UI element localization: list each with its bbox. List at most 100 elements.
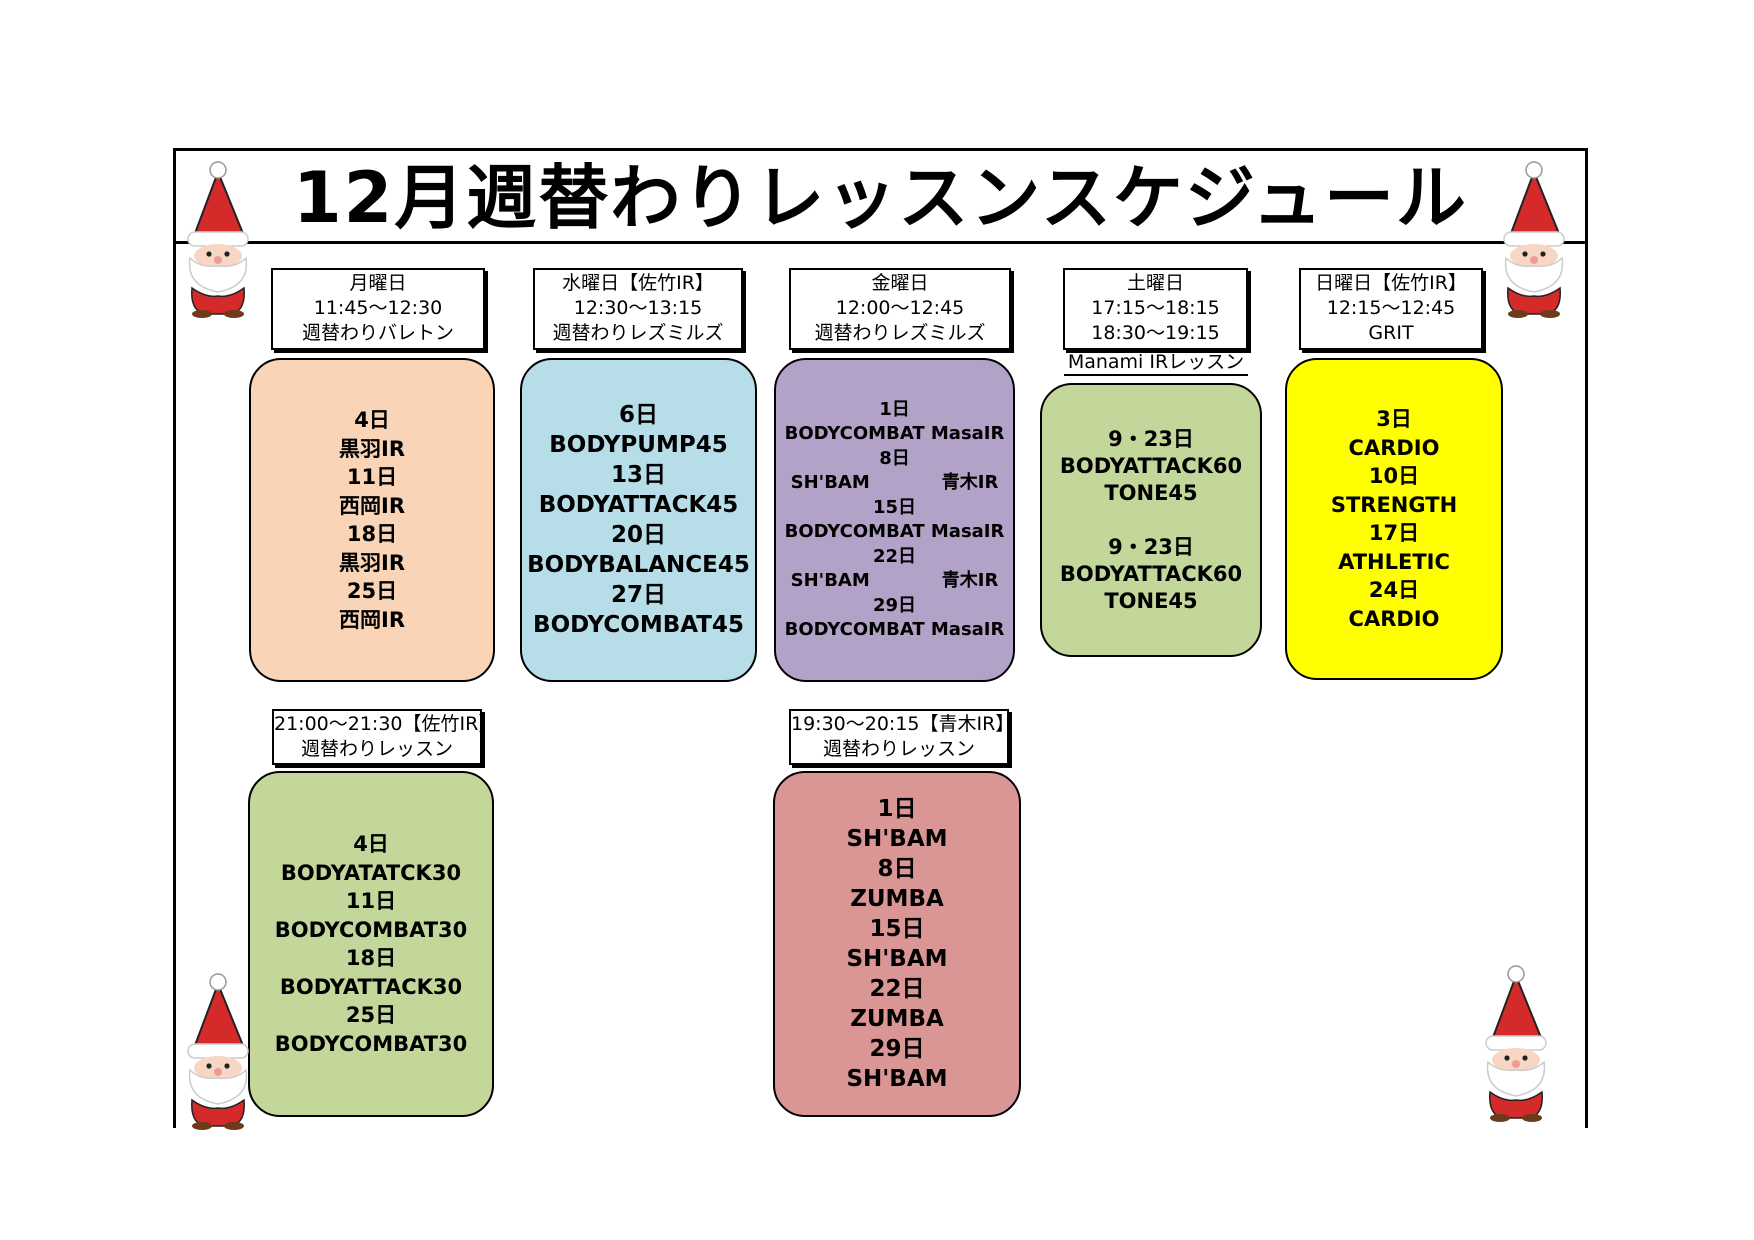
lesson-line: BODYBALANCE45 bbox=[527, 552, 750, 578]
santa-icon bbox=[187, 161, 249, 318]
friday-night-card: 1日 SH'BAM 8日 ZUMBA 15日 SH'BAM 22日 ZUMBA 29日 SH'BA… bbox=[773, 771, 1021, 1117]
wednesday-card: 6日 BODYPUMP45 13日 BODYATTACK45 20日 BODYBALANC… bbox=[520, 358, 757, 682]
lesson-line: 25日 bbox=[346, 579, 398, 603]
lesson-line: 18日 bbox=[346, 522, 398, 546]
lesson-line: 西岡IR bbox=[339, 493, 405, 518]
lesson-line: BODYPUMP45 bbox=[549, 432, 728, 458]
santa-icon bbox=[1485, 965, 1547, 1122]
lesson-line: SH'BAM bbox=[846, 1066, 948, 1092]
header-line: 日曜日【佐竹IR】 bbox=[1315, 272, 1467, 294]
lesson-line: 13日 bbox=[610, 462, 666, 488]
lesson-line: 22日 bbox=[869, 976, 925, 1002]
lesson-line: SH'BAM 青木IR bbox=[790, 570, 999, 591]
header-line: 12:15～12:45 bbox=[1326, 297, 1456, 319]
santa-icon bbox=[1503, 161, 1565, 318]
lesson-line: SH'BAM bbox=[846, 826, 948, 852]
lesson-line: 8日 bbox=[877, 856, 917, 882]
header-line: 18:30～19:15 bbox=[1091, 322, 1220, 344]
header-line: GRIT bbox=[1368, 322, 1414, 344]
lesson-line: 4日 bbox=[354, 408, 390, 432]
lesson-line: TONE45 bbox=[1104, 480, 1198, 505]
lesson-line: BODYCOMBAT30 bbox=[274, 917, 468, 942]
lesson-line: 24日 bbox=[1368, 578, 1420, 602]
header-line: 21:00～21:30【佐竹IR】 bbox=[274, 713, 498, 735]
lesson-line: BODYCOMBAT30 bbox=[274, 1031, 468, 1056]
lesson-line: 1日 bbox=[879, 398, 910, 420]
header-line: 金曜日 bbox=[871, 272, 929, 294]
header-line: 水曜日【佐竹IR】 bbox=[562, 272, 714, 294]
lesson-line: BODYCOMBAT MasaIR bbox=[784, 521, 1005, 542]
friday-night-header: 19:30～20:15【青木IR】週替わりレッスン bbox=[789, 709, 1015, 765]
lesson-line: BODYATATCK30 bbox=[280, 860, 462, 885]
saturday-header: 土曜日 17:15～18:15 18:30～19:15 bbox=[1063, 268, 1248, 350]
lesson-line: 黒羽IR bbox=[339, 550, 405, 575]
sunday-card: 3日 CARDIO 10日 STRENGTH 17日 ATHLETIC 24日 CARDIO bbox=[1285, 358, 1503, 680]
lesson-line: BODYATTACK45 bbox=[538, 492, 739, 518]
lesson-line: 22日 bbox=[872, 545, 917, 567]
header-line: 12:00～12:45 bbox=[835, 297, 965, 319]
monday-night-card: 4日 BODYATATCK30 11日 BODYCOMBAT30 18日 BODYATTA… bbox=[248, 771, 494, 1117]
lesson-line: 17日 bbox=[1368, 521, 1420, 545]
lesson-line: 29日 bbox=[869, 1036, 925, 1062]
wednesday-header: 水曜日【佐竹IR】 12:30～13:15 週替わりレズミルズ bbox=[533, 268, 743, 350]
lesson-line: BODYCOMBAT MasaIR bbox=[784, 423, 1005, 444]
lesson-line: 4日 bbox=[353, 832, 389, 856]
lesson-line: ATHLETIC bbox=[1338, 549, 1450, 574]
header-line: 週替わりレズミルズ bbox=[552, 322, 724, 344]
header-line: 土曜日 bbox=[1126, 272, 1184, 294]
lesson-line: BODYCOMBAT MasaIR bbox=[784, 619, 1005, 640]
page-title: 12月週替わりレッスンスケジュール bbox=[292, 157, 1469, 239]
lesson-line: STRENGTH bbox=[1330, 492, 1458, 517]
header-line: 17:15～18:15 bbox=[1091, 297, 1220, 319]
monday-header: 月曜日 11:45～12:30 週替わりバレトン bbox=[271, 268, 485, 350]
lesson-line: ZUMBA bbox=[850, 886, 944, 912]
lesson-line: 3日 bbox=[1376, 407, 1412, 431]
lesson-line: CARDIO bbox=[1348, 435, 1440, 460]
schedule-frame bbox=[173, 148, 1588, 1128]
saturday-instructor-note: Manami IRレッスン bbox=[1064, 350, 1248, 376]
header-line: 19:30～20:15【青木IR】 bbox=[791, 713, 1015, 735]
lesson-line: 15日 bbox=[869, 916, 925, 942]
lesson-line: 黒羽IR bbox=[339, 436, 405, 461]
lesson-line: 27日 bbox=[610, 582, 666, 608]
lesson-line: 8日 bbox=[879, 447, 910, 469]
lesson-line: 西岡IR bbox=[339, 607, 405, 632]
title-bar: 12月週替わりレッスンスケジュール bbox=[173, 148, 1588, 244]
lesson-line: ZUMBA bbox=[850, 1006, 944, 1032]
header-line: 週替わりレッスン bbox=[300, 738, 453, 760]
lesson-line: BODYATTACK60 bbox=[1059, 453, 1243, 478]
monday-night-header: 21:00～21:30【佐竹IR】週替わりレッスン bbox=[272, 709, 498, 765]
lesson-line: SH'BAM bbox=[846, 946, 948, 972]
friday-card: 1日 BODYCOMBAT MasaIR 8日 SH'BAM 青木IR 15日 BODYC… bbox=[774, 358, 1015, 682]
santa-icon bbox=[187, 973, 249, 1130]
lesson-line: 15日 bbox=[872, 496, 917, 518]
header-line: 12:30～13:15 bbox=[573, 297, 703, 319]
header-line: 週替わりレッスン bbox=[822, 738, 975, 760]
lesson-line: SH'BAM 青木IR bbox=[790, 472, 999, 493]
friday-header: 金曜日 12:00～12:45 週替わりレズミルズ bbox=[789, 268, 1011, 350]
header-line: 月曜日 bbox=[349, 272, 407, 294]
lesson-line: BODYATTACK30 bbox=[279, 974, 463, 999]
header-line: 週替わりレズミルズ bbox=[814, 322, 986, 344]
lesson-line: BODYATTACK60 bbox=[1059, 561, 1243, 586]
header-line: 週替わりバレトン bbox=[301, 322, 454, 344]
lesson-line: 6日 bbox=[618, 402, 658, 428]
lesson-line: 11日 bbox=[346, 465, 398, 489]
lesson-line: 11日 bbox=[345, 889, 397, 913]
lesson-line: 9・23日 bbox=[1108, 534, 1194, 559]
lesson-line: BODYCOMBAT45 bbox=[533, 612, 744, 638]
lesson-line: CARDIO bbox=[1348, 606, 1440, 631]
lesson-line: 20日 bbox=[610, 522, 666, 548]
lesson-line: 10日 bbox=[1368, 464, 1420, 488]
header-line: 11:45～12:30 bbox=[313, 297, 443, 319]
lesson-line: 25日 bbox=[345, 1003, 397, 1027]
lesson-line: 18日 bbox=[345, 946, 397, 970]
lesson-line: 1日 bbox=[877, 796, 917, 822]
lesson-line: TONE45 bbox=[1104, 588, 1198, 613]
lesson-line: 29日 bbox=[872, 594, 917, 616]
lesson-line: 9・23日 bbox=[1108, 426, 1194, 451]
lesson-line bbox=[1147, 507, 1154, 534]
